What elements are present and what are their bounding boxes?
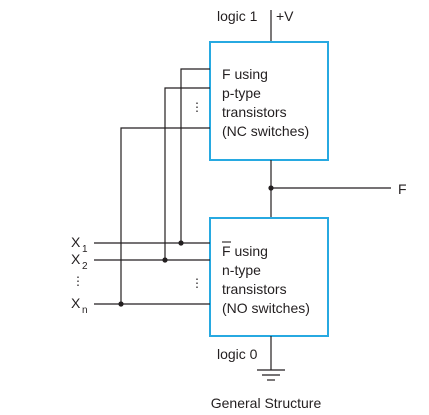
pullup-feed-ellipsis: ⋮: [191, 100, 203, 114]
svg-text:1: 1: [82, 244, 88, 255]
pulldown-block-text: F using n-type transistors (NO switches): [222, 241, 310, 316]
input-x1-label: X 1: [71, 234, 88, 255]
pullup-function-symbol: F: [222, 66, 231, 82]
pulldown-line1-rest: using: [231, 243, 268, 259]
logic-1-label: logic 1: [217, 8, 258, 24]
xn-junction: [118, 301, 124, 307]
svg-text:X: X: [71, 234, 81, 250]
input-xn-label: X n: [71, 295, 88, 316]
pullup-line4: (NC switches): [222, 123, 309, 139]
svg-text:F using: F using: [222, 66, 268, 82]
svg-text:X: X: [71, 251, 81, 267]
pulldown-line3: transistors: [222, 281, 287, 297]
diagram-caption: General Structure: [211, 395, 322, 411]
pullup-block-text: F using p-type transistors (NC switches): [222, 66, 309, 139]
logic-0-label: logic 0: [217, 346, 258, 362]
ground-icon: [257, 369, 285, 381]
x2-junction: [162, 257, 168, 263]
svg-text:F using: F using: [222, 243, 268, 259]
x1-junction: [178, 240, 184, 246]
pulldown-line4: (NO switches): [222, 300, 310, 316]
pulldown-line2: n-type: [222, 262, 261, 278]
pulldown-function-symbol: F: [222, 243, 231, 259]
x2-pullup-feed-wire: [164, 87, 210, 260]
input-list-ellipsis: ⋮: [72, 274, 84, 288]
svg-text:2: 2: [82, 261, 88, 272]
pullup-network-block: [209, 41, 329, 161]
pullup-line3: transistors: [222, 104, 287, 120]
input-x2-label: X 2: [71, 251, 88, 272]
svg-text:X: X: [71, 295, 81, 311]
svg-text:n: n: [82, 305, 88, 316]
pullup-line2: p-type: [222, 85, 261, 101]
x1-pullup-feed-wire: [180, 68, 210, 243]
xn-pullup-feed-wire: [120, 127, 210, 304]
pulldown-network-block: [209, 217, 329, 337]
pullup-line1-rest: using: [231, 66, 268, 82]
output-f-label: F: [398, 181, 407, 197]
vplus-label: +V: [276, 8, 294, 24]
pulldown-feed-ellipsis: ⋮: [191, 276, 203, 290]
